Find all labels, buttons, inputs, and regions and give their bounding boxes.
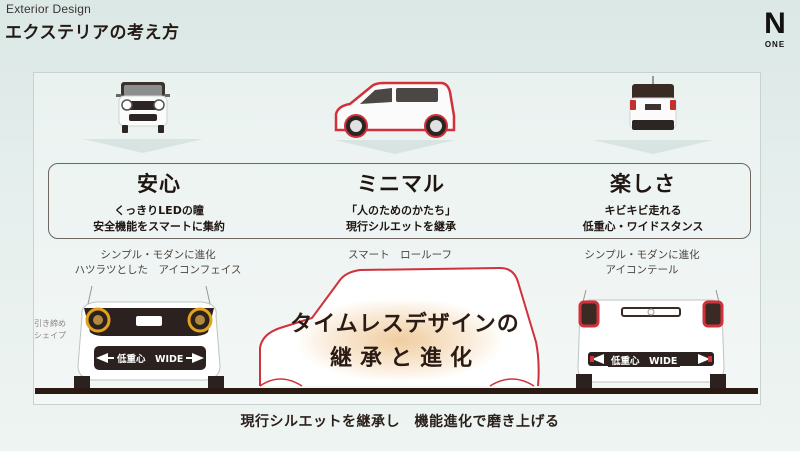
pillar-desc-line: くっきりLEDの瞳 [114,204,204,217]
side-view-car-thumbnail [330,78,460,140]
pillar-fun: 楽しさ キビキビ走れる 低重心・ワイドスタンス [533,164,753,235]
tagline: 現行シルエットを継承し 機能進化で磨き上げる [240,414,560,430]
front-view-car-thumbnail [112,80,174,136]
subtitle-en: Exterior Design [6,2,92,16]
n-one-logo: N ONE [755,7,795,50]
note-line: スマート ロールーフ [347,249,453,261]
page-title: エクステリアの考え方 [5,23,180,43]
center-title-line1: タイムレスデザインの [290,312,520,337]
rear-view-car-thumbnail [628,76,678,138]
pillars-box: 安心 くっきりLEDの瞳 安全機能をスマートに集約 ミニマル 「人のためのかたち… [48,163,751,239]
pillar-desc-line: 安全機能をスマートに集約 [93,220,225,233]
rear-thumb-shadow [593,140,713,154]
rear-wide-label: 低重心 WIDE [608,353,681,367]
pillar-desc-line: 「人のためのかたち」 [346,204,456,217]
pillar-desc: 「人のためのかたち」 現行シルエットを継承 [291,203,511,235]
tightened-shape-note: 引き締め シェイプ [34,318,66,342]
ground-line [35,388,758,394]
front-car-illustration: 低重心 WIDE [74,285,224,390]
note-line: ハツラツとした アイコンフェイス [74,264,242,276]
pillar-desc: キビキビ走れる 低重心・ワイドスタンス [533,203,753,235]
side-note-line: 引き締め [34,319,66,328]
pillar-title: 楽しさ [610,172,676,196]
pillar-desc-line: 低重心・ワイドスタンス [582,220,704,233]
pillar-title: 安心 [137,172,181,196]
note-rear: シンプル・モダンに進化 アイコンテール [532,248,752,278]
note-line: シンプル・モダンに進化 [584,249,700,261]
note-side: スマート ロールーフ [290,248,510,263]
note-line: アイコンテール [605,264,679,276]
pillar-title: ミニマル [357,172,445,196]
logo-name: ONE [764,40,786,49]
center-title-line2: 継承と進化 [329,346,480,371]
side-note-line: シェイプ [34,331,66,340]
timeless-design-heading: タイムレスデザインの 継承と進化 [255,306,555,372]
pillar-desc: くっきりLEDの瞳 安全機能をスマートに集約 [49,203,269,235]
front-wide-label: 低重心 WIDE [114,351,187,365]
pillar-desc-line: キビキビ走れる [604,204,682,217]
note-line: シンプル・モダンに進化 [100,249,216,261]
center-orange-glow [300,300,500,380]
pillar-safety: 安心 くっきりLEDの瞳 安全機能をスマートに集約 [49,164,269,235]
logo-mark: N [764,7,786,40]
side-thumb-shadow [335,140,455,154]
front-thumb-shadow [83,139,203,153]
pillar-minimal: ミニマル 「人のためのかたち」 現行シルエットを継承 [291,164,511,235]
rear-car-illustration: 低重心 WIDE [576,289,726,390]
pillar-desc-line: 現行シルエットを継承 [346,220,456,233]
note-front: シンプル・モダンに進化 ハツラツとした アイコンフェイス [48,248,268,278]
